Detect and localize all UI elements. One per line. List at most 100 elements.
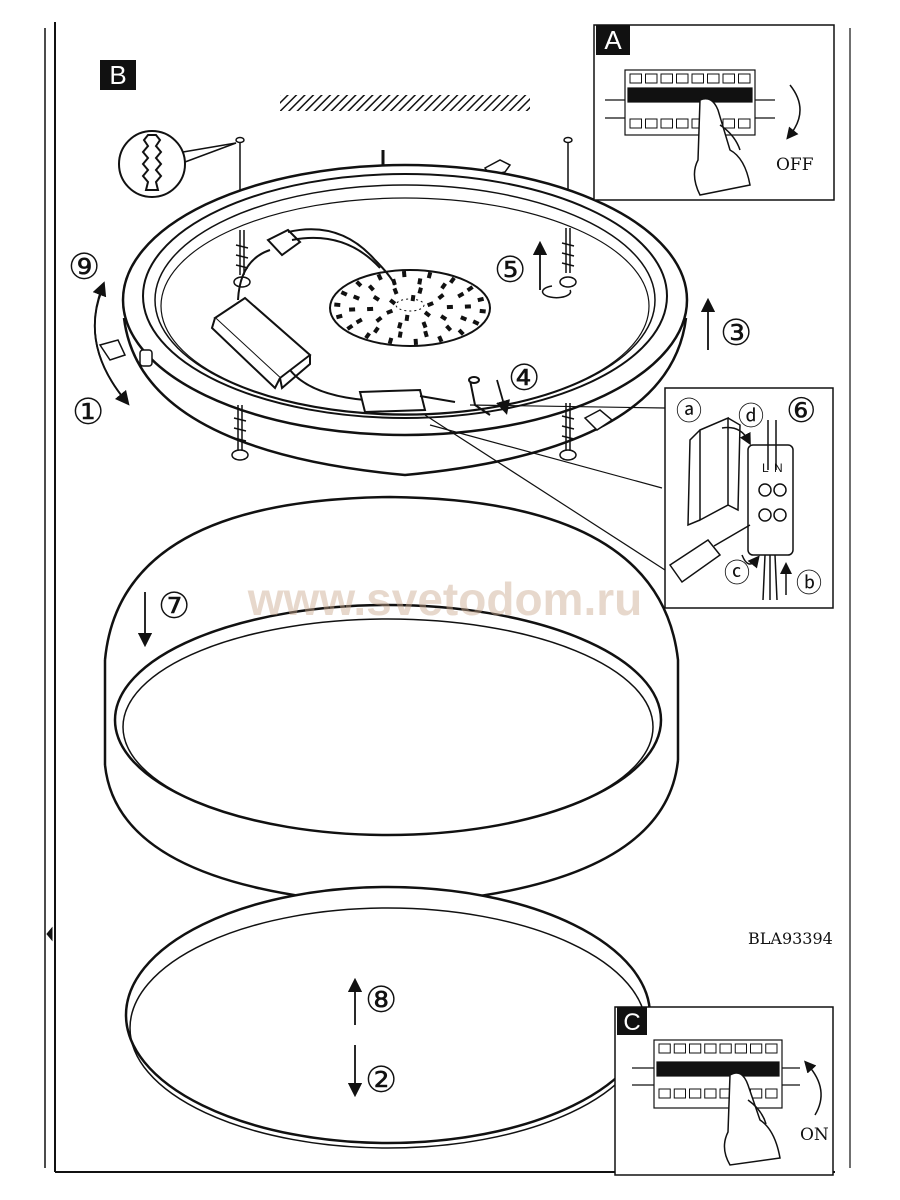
breaker-terminal	[719, 1043, 732, 1054]
breaker-terminal	[629, 73, 642, 84]
vent-hole	[389, 298, 397, 306]
lamp-shade	[103, 495, 680, 907]
vent-hole	[423, 310, 431, 318]
off-label: OFF	[776, 155, 814, 175]
panel-c: C ON	[614, 1006, 834, 1176]
step-9: ⑨	[68, 247, 100, 288]
breaker-terminal	[765, 1088, 778, 1099]
vent-hole	[352, 294, 360, 301]
vent-hole	[410, 294, 416, 302]
vent-hole	[401, 270, 407, 278]
vent-hole	[372, 294, 381, 302]
vent-hole	[364, 332, 371, 340]
vent-hole	[439, 314, 448, 322]
substep-c: ⓒ	[724, 559, 750, 589]
vent-hole	[392, 287, 399, 295]
breaker-terminal	[704, 1088, 717, 1099]
vent-hole	[445, 324, 453, 332]
breaker-terminal	[673, 1088, 686, 1099]
led-driver	[210, 228, 491, 416]
hand-c	[723, 1072, 781, 1166]
breaker-terminal	[689, 1043, 702, 1054]
panel-b-badge: B	[100, 60, 136, 90]
vent-hole	[340, 290, 348, 297]
step-2: ②	[365, 1060, 397, 1101]
model-code: BLA93394	[748, 929, 833, 948]
off-arrow	[786, 84, 801, 140]
terminal-cover	[687, 416, 741, 527]
vent-hole	[355, 280, 363, 288]
vent-hole	[413, 338, 419, 346]
breaker-terminal	[722, 73, 735, 84]
step-6: ⑥	[786, 391, 816, 431]
vent-hole	[466, 285, 474, 293]
step-7: ⑦	[158, 586, 190, 627]
watermark: www.svetodom.ru	[247, 573, 642, 625]
breaker-terminal	[707, 73, 720, 84]
direction-arrows	[137, 240, 716, 1098]
panel-terminal-detail: L N ⓐ ⓓ ⑥ ⓒ ⓑ	[664, 387, 834, 609]
vent-hole	[375, 315, 383, 323]
breaker-terminal	[676, 73, 689, 84]
breaker-terminal	[738, 118, 751, 129]
vent-hole	[355, 317, 363, 325]
vent-hole	[348, 307, 356, 312]
terminal-arrows	[721, 426, 792, 595]
breaker-terminal	[704, 1043, 717, 1054]
vent-hole	[464, 304, 472, 309]
breaker-terminal	[691, 73, 704, 84]
vent-hole	[457, 291, 465, 299]
vent-hole	[440, 282, 447, 290]
step-1: ①	[72, 392, 104, 433]
vent-hole	[367, 284, 375, 292]
panel-a-letter: A	[604, 25, 622, 55]
vent-hole	[477, 296, 485, 303]
vent-hole	[417, 287, 423, 295]
vent-hole	[334, 302, 341, 308]
hinges	[98, 339, 614, 431]
breaker-terminal	[750, 1043, 763, 1054]
panel-a: A OFF	[593, 24, 835, 201]
breaker-terminal	[658, 1088, 671, 1099]
vent-hole	[366, 306, 374, 312]
breaker-terminal	[673, 1043, 686, 1054]
breaker-switches-c	[658, 1043, 778, 1099]
vent-hole	[386, 308, 394, 315]
breaker-terminal	[658, 1043, 671, 1054]
vent-hole	[457, 328, 465, 336]
terminal-l: L	[762, 461, 769, 475]
vent-hole	[335, 313, 343, 320]
vent-hole	[397, 321, 403, 329]
vent-hole	[421, 321, 428, 329]
vent-hole	[387, 337, 394, 345]
breaker-terminal	[645, 73, 658, 84]
vent-hole	[373, 326, 380, 334]
panel-b-letter: B	[109, 60, 126, 90]
vent-hole	[472, 319, 480, 326]
vent-hole	[423, 330, 429, 338]
wall-plug-detail	[118, 130, 237, 198]
rotate-arrow	[92, 281, 130, 406]
terminal-n: N	[774, 461, 783, 475]
breaker-terminal	[734, 1043, 747, 1054]
vent-hole	[437, 293, 445, 301]
breaker-terminal	[765, 1043, 778, 1054]
plate-screws	[231, 228, 577, 461]
vent-hole	[460, 315, 468, 322]
on-arrow	[804, 1060, 822, 1116]
vent-hole	[376, 273, 383, 281]
step-labels: ⑨ ① ⑤ ③ ④ ⑦ ⑧ ②	[68, 247, 752, 1101]
breaker-terminal	[629, 118, 642, 129]
screwdriver	[668, 524, 751, 584]
vent-hole	[426, 271, 433, 279]
panel-c-letter: C	[623, 1009, 640, 1036]
vent-hole	[479, 308, 486, 314]
vent-hole	[417, 278, 423, 285]
breaker-terminal	[722, 118, 735, 129]
on-label: ON	[800, 1125, 829, 1145]
vent-hole	[346, 323, 354, 331]
vent-holes	[334, 270, 486, 346]
page-frame	[44, 22, 851, 1173]
substep-b: ⓑ	[796, 569, 822, 599]
